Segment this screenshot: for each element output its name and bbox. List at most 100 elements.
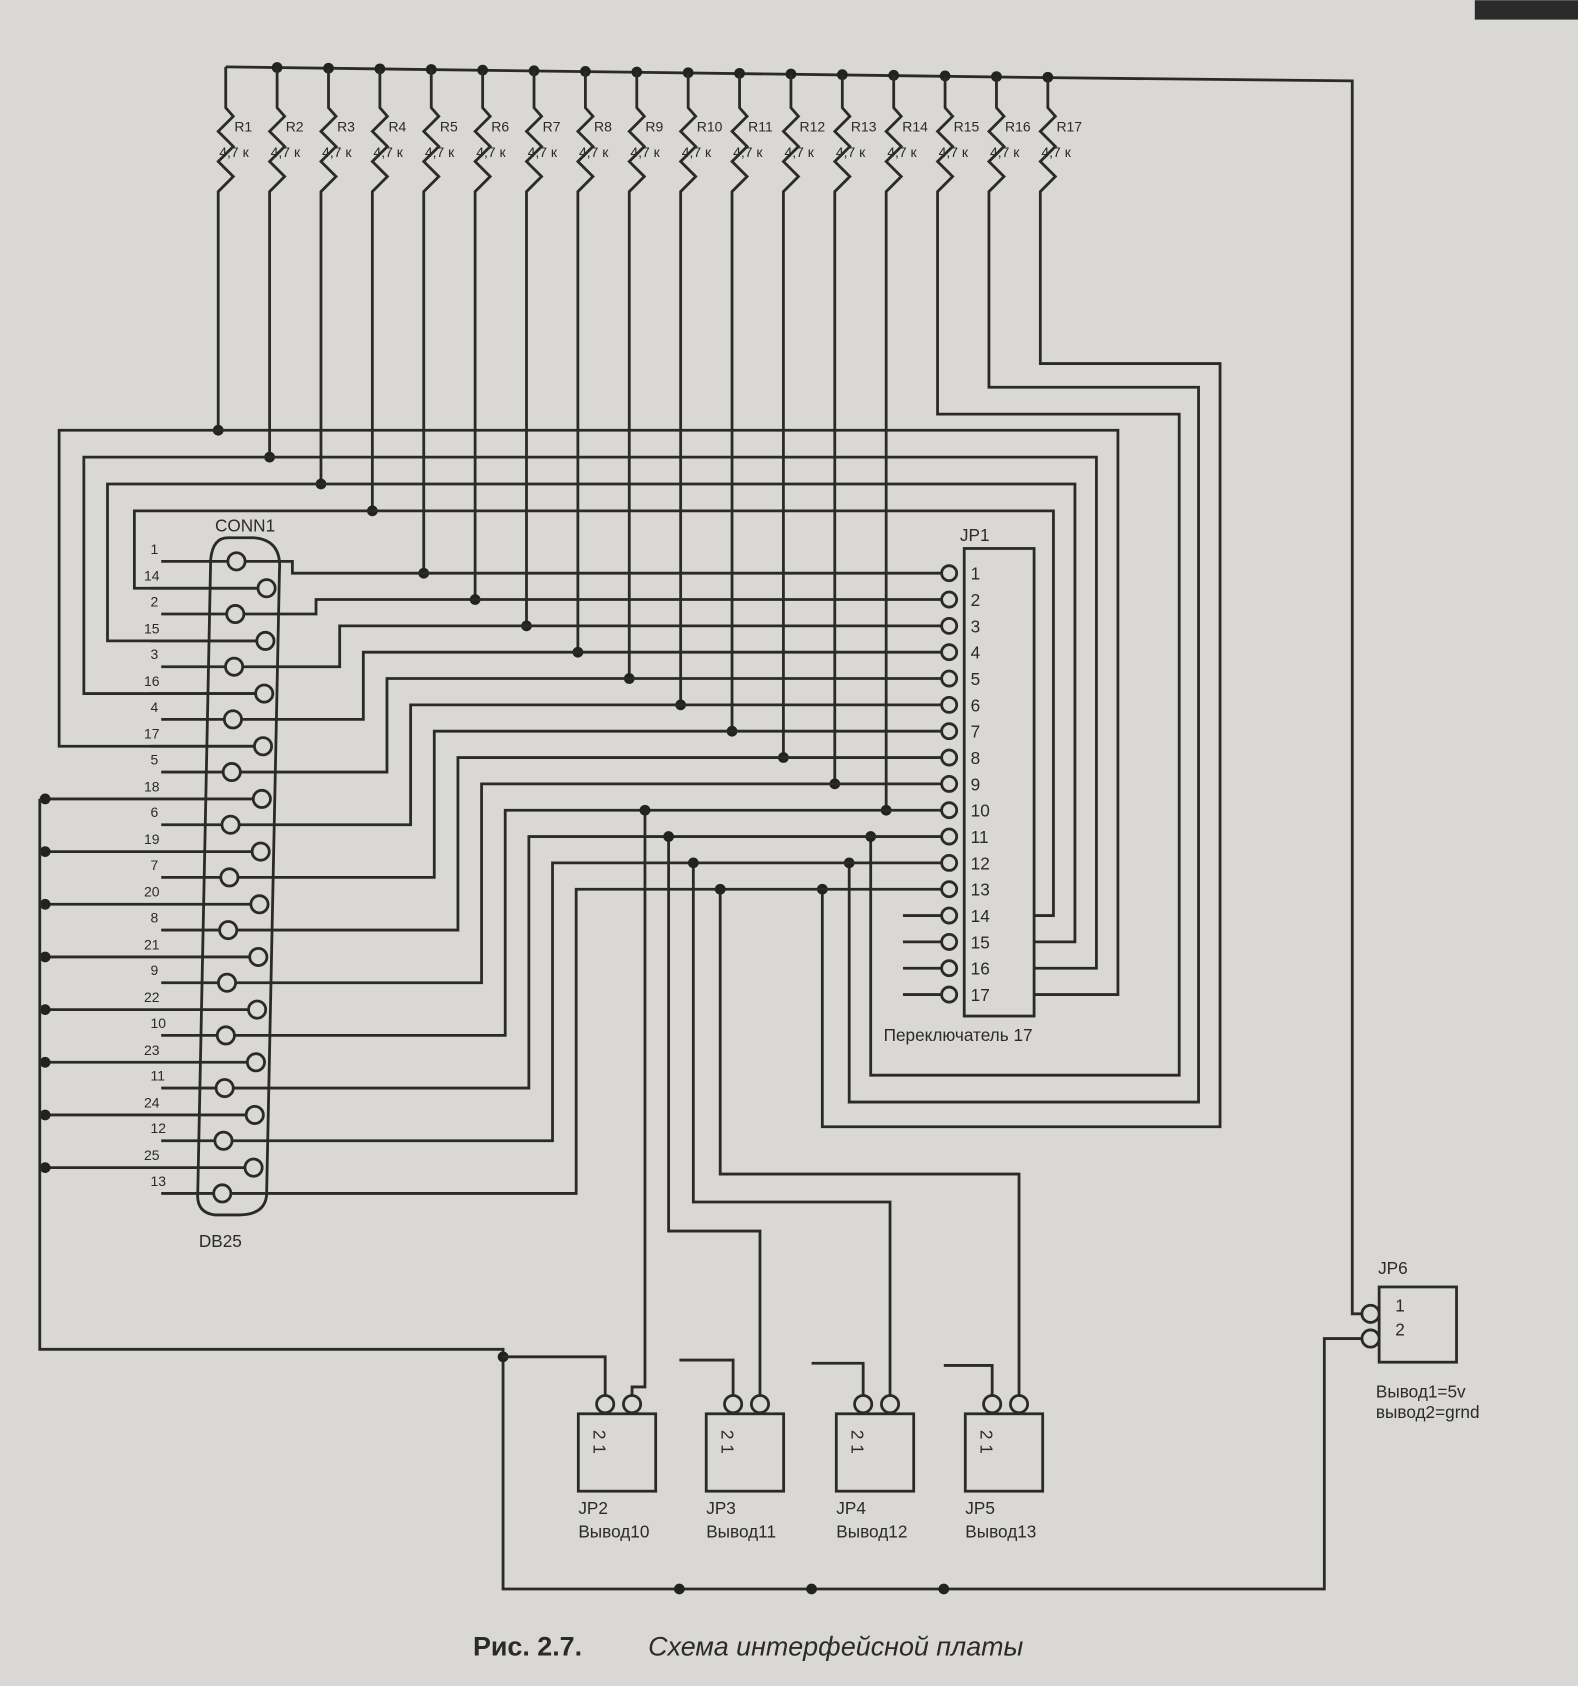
- jp1-pin-label: 4: [971, 643, 981, 663]
- resistor-label: R13: [851, 118, 877, 134]
- junction-dot: [806, 1583, 817, 1595]
- resistor-label: R5: [440, 118, 458, 134]
- db25-pin-7: [219, 867, 240, 888]
- db25-pin-19: [250, 841, 271, 862]
- jumper-description: Вывод10: [578, 1521, 649, 1541]
- resistor-r11: [730, 73, 750, 205]
- db25-shell: [196, 536, 281, 1217]
- jp1-pin-12: [940, 853, 959, 872]
- jp1-pin-label: 9: [971, 774, 981, 794]
- db25-pin-label: 3: [150, 646, 158, 662]
- resistor-label: R8: [594, 118, 612, 134]
- jumper-pin-1: [1009, 1394, 1030, 1415]
- jp1-pin-10: [940, 801, 959, 820]
- net-pin2: [243, 598, 942, 616]
- resistor-label: R4: [388, 118, 406, 134]
- resistor-r13: [832, 74, 852, 205]
- wire: [820, 204, 1222, 1129]
- junction-dot: [639, 804, 651, 816]
- db25-pin-label: 13: [150, 1173, 166, 1189]
- jp1-pin-17: [940, 985, 959, 1004]
- db25-pin-label: 20: [144, 884, 160, 900]
- wire: [847, 204, 1200, 1104]
- jp1-pin-label: 2: [971, 590, 981, 610]
- jp6-body: [1377, 1285, 1458, 1364]
- jp1-pin-label: 5: [971, 669, 981, 689]
- jp6-note-vcc: Вывод1=5v: [1376, 1382, 1466, 1402]
- jp1-pin-14: [940, 906, 959, 925]
- junction-dot: [39, 1162, 51, 1174]
- jp1-pin-9: [940, 774, 959, 793]
- jp1-pin-7: [940, 722, 959, 741]
- jp6-pin2-label: 2: [1395, 1319, 1405, 1339]
- db25-pin-label: 12: [150, 1120, 166, 1136]
- jp1-description: Переключатель 17: [884, 1025, 1033, 1045]
- resistor-label: R11: [748, 118, 773, 134]
- net-pin3: [242, 624, 942, 669]
- resistor-r14: [884, 75, 904, 205]
- jumper-pin-labels: 2 1: [847, 1430, 867, 1454]
- net-pin10: [234, 808, 942, 1037]
- net-pin7: [237, 729, 942, 879]
- resistor-label: R10: [697, 118, 723, 134]
- junction-dot: [631, 66, 643, 78]
- jumper-ref: JP5: [965, 1498, 995, 1518]
- db25-pin-23: [245, 1052, 266, 1073]
- db25-pin-label: 21: [144, 936, 160, 952]
- jumper-pin-2: [595, 1394, 616, 1415]
- db25-pin-6: [220, 814, 241, 835]
- db25-pin-label: 18: [144, 778, 160, 794]
- junction-dot: [682, 67, 694, 79]
- db25-pin-24: [244, 1104, 265, 1125]
- resistor-r15: [935, 75, 955, 205]
- db25-pin-label: 5: [150, 752, 158, 768]
- jumper-pin-1: [749, 1394, 770, 1415]
- db25-pin-label: 22: [144, 989, 160, 1005]
- resistor-value: 4,7 к: [784, 144, 814, 160]
- wire: [943, 1364, 994, 1396]
- junction-dot: [39, 1004, 51, 1015]
- jumper-description: Вывод11: [706, 1521, 776, 1541]
- db25-pin-label: 14: [144, 568, 160, 584]
- db25-pin-13: [212, 1183, 233, 1204]
- jp1-pin-label: 17: [971, 985, 990, 1005]
- jp1-pin-label: 11: [971, 827, 989, 847]
- jp1-pin-label: 14: [971, 906, 991, 926]
- resistor-value: 4,7 к: [887, 144, 917, 160]
- jp1-pin-label: 16: [971, 959, 990, 979]
- jumper-ref: JP2: [578, 1498, 608, 1518]
- net-pin15: [106, 482, 1077, 944]
- db25-pin-label: 25: [144, 1147, 160, 1163]
- jp1-pin-label: 3: [971, 616, 981, 636]
- jp1-pin-15: [940, 932, 959, 951]
- jp1-body: [962, 547, 1036, 1018]
- jp1-pin-label: 6: [971, 695, 981, 715]
- db25-pin-25: [243, 1157, 264, 1178]
- jumper-pin-1: [622, 1394, 643, 1415]
- net-pin16: [82, 455, 1098, 970]
- db25-pin-16: [254, 683, 275, 704]
- jp1-ref: JP1: [960, 525, 990, 545]
- resistor-value: 4,7 к: [322, 144, 352, 160]
- resistor-value: 4,7 к: [425, 144, 455, 160]
- wire: [667, 836, 762, 1396]
- net-pin6: [239, 703, 942, 827]
- resistor-r12: [781, 73, 801, 205]
- db25-pin-8: [218, 920, 239, 941]
- jumper-pin-1: [880, 1394, 901, 1415]
- junction-dot: [39, 1056, 51, 1068]
- resistor-value: 4,7 к: [579, 144, 609, 160]
- resistor-label: R3: [337, 118, 355, 134]
- wire: [691, 862, 892, 1396]
- resistor-value: 4,7 к: [373, 144, 403, 160]
- jumper-jp3-body: [704, 1412, 786, 1493]
- resistor-r7: [524, 70, 544, 205]
- db25-pin-label: 15: [144, 620, 160, 636]
- resistor-r8: [575, 71, 595, 205]
- db25-pin-15: [255, 630, 276, 651]
- junction-dot: [663, 831, 674, 842]
- resistor-label: R17: [1056, 118, 1082, 134]
- resistor-r6: [473, 70, 493, 205]
- junction-dot: [673, 1583, 685, 1595]
